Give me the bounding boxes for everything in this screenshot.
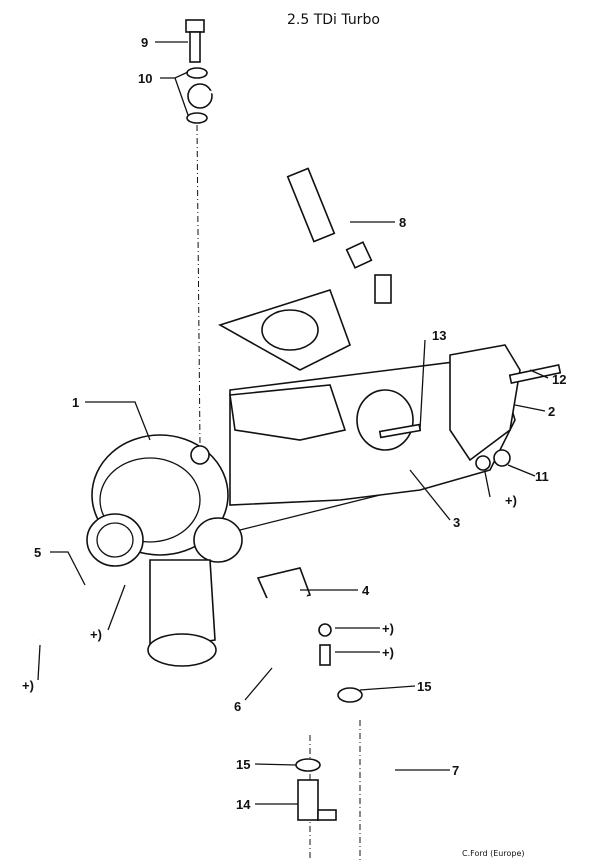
hose-clip: [337, 687, 363, 703]
callout-1: 1: [72, 395, 79, 410]
callout-6: 6: [234, 699, 241, 714]
exhaust-manifold: [229, 344, 562, 506]
callout-15a: 15: [417, 679, 431, 694]
callout-2: 2: [548, 404, 555, 419]
union-fitting: [297, 779, 337, 821]
hose-clip: [295, 758, 321, 772]
callout-15b: 15: [236, 757, 250, 772]
callout-12: 12: [552, 372, 566, 387]
callout-10: 10: [138, 71, 152, 86]
leader-lines: [37, 41, 549, 805]
callout-7: 7: [452, 763, 459, 778]
credit: C.Ford (Europe): [462, 849, 525, 858]
washer: [186, 67, 208, 79]
callout-plus-1: +): [505, 493, 517, 508]
callout-plus-3: +): [382, 645, 394, 660]
callout-plus-4: +): [90, 627, 102, 642]
banjo-bolt: [185, 19, 205, 63]
oil-feed-pipe: [187, 83, 392, 304]
callout-plus-5: +): [22, 678, 34, 693]
callout-5: 5: [34, 545, 41, 560]
callout-13: 13: [432, 328, 446, 343]
callout-plus-2: +): [382, 621, 394, 636]
washer: [186, 112, 208, 124]
callout-9: 9: [141, 35, 148, 50]
turbocharger: [86, 434, 381, 667]
callout-11: 11: [535, 469, 549, 484]
diagram-title: 2.5 TDi Turbo: [287, 12, 380, 28]
callout-3: 3: [453, 515, 460, 530]
callout-4: 4: [362, 583, 370, 598]
callout-14: 14: [236, 797, 251, 812]
callout-8: 8: [399, 215, 406, 230]
